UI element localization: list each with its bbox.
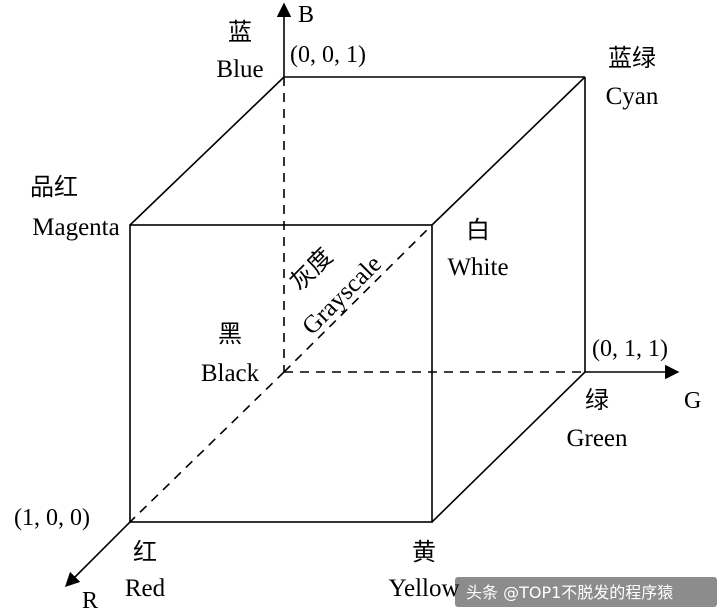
vertex-red-en: Red: [125, 575, 166, 602]
front-face: [129, 224, 433, 523]
edge-magenta-blue: [129, 76, 285, 226]
vertex-green-en: Green: [566, 425, 628, 452]
vertex-cyan-en: Cyan: [606, 83, 659, 110]
edge-white-cyan: [431, 76, 586, 226]
axis-label-b: B: [298, 2, 314, 28]
vertex-green-cn: 绿: [585, 386, 609, 414]
edge-black-red: [129, 371, 285, 523]
vertex-black-en: Black: [201, 360, 260, 387]
vertex-red-cn: 红: [133, 538, 157, 566]
vertex-cyan-cn: 蓝绿: [608, 44, 656, 72]
coord-red: (1, 0, 0): [14, 505, 90, 531]
vertex-magenta-en: Magenta: [32, 214, 119, 241]
coord-blue: (0, 0, 1): [290, 42, 366, 68]
axis-label-g: G: [684, 388, 701, 414]
watermark-text: 头条 @TOP1不脱发的程序猿: [466, 583, 673, 602]
vertex-magenta-cn: 品红: [30, 173, 78, 201]
grayscale-diagonal: [283, 224, 433, 373]
vertex-black-cn: 黑: [218, 320, 242, 348]
vertex-white-cn: 白: [466, 216, 490, 244]
vertex-blue-en: Blue: [216, 56, 263, 83]
watermark-background: [455, 577, 717, 607]
vertex-yellow-en: Yellow: [388, 575, 459, 602]
watermark: 头条 @TOP1不脱发的程序猿: [455, 577, 717, 607]
coord-green: (0, 1, 1): [592, 336, 668, 362]
axes: [64, 2, 680, 588]
visible-edges: [129, 76, 586, 523]
r-axis-arrow: [64, 521, 131, 588]
vertex-yellow-cn: 黄: [412, 538, 436, 566]
vertex-blue-cn: 蓝: [228, 18, 252, 46]
axis-label-r: R: [82, 588, 98, 613]
edge-yellow-green: [431, 371, 586, 523]
vertex-white-en: White: [447, 254, 508, 281]
